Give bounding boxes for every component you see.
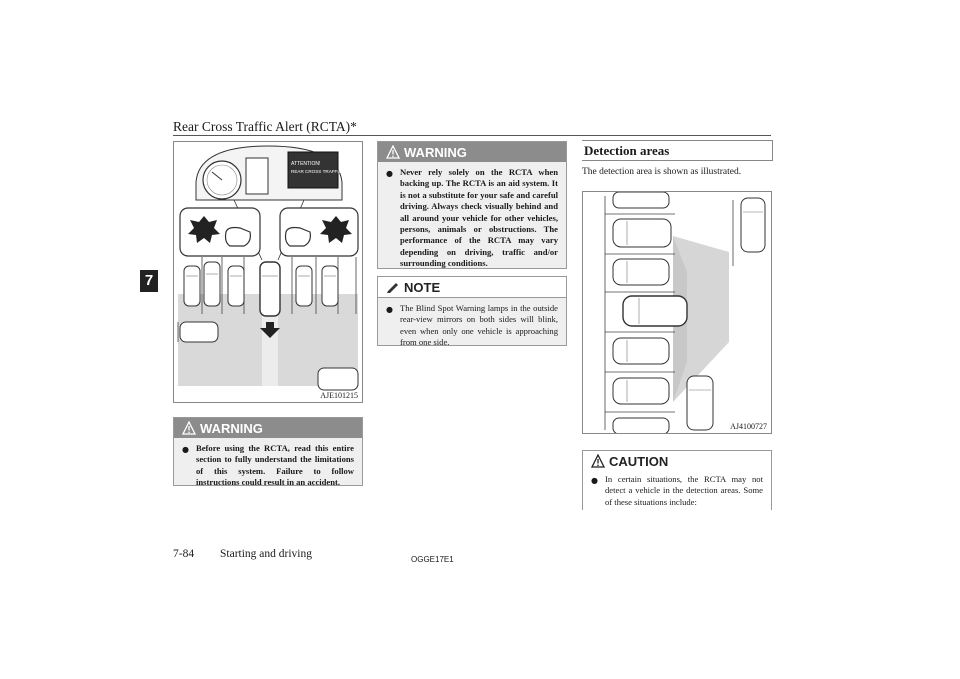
bullet-icon: ● xyxy=(182,445,189,454)
warning-text-2: Never rely solely on the RCTA when backi… xyxy=(400,167,558,269)
caution-triangle-icon xyxy=(591,454,605,468)
section-title: Detection areas xyxy=(582,140,773,161)
header-rule xyxy=(173,135,771,136)
figure2-code: AJ4100727 xyxy=(730,422,767,431)
caution-label: CAUTION xyxy=(609,453,669,469)
footer-page-number: 7-84 xyxy=(173,548,195,560)
warning-header-2: WARNING xyxy=(378,142,566,162)
warning-label-1: WARNING xyxy=(200,420,263,436)
note-box: NOTE ● The Blind Spot Warning lamps in t… xyxy=(377,276,567,348)
warning-box-2: WARNING ● Never rely solely on the RCTA … xyxy=(377,141,567,269)
section-intro: The detection area is shown as illustrat… xyxy=(582,167,742,177)
footer-section: Starting and driving xyxy=(220,548,312,560)
bullet-icon: ● xyxy=(386,305,393,314)
pencil-note-icon xyxy=(387,283,398,293)
display-text-line2: REAR CROSS TRAFFIC xyxy=(291,169,343,174)
caution-text: In certain situations, the RCTA may not … xyxy=(605,474,763,507)
display-text-line1: ATTENTION! xyxy=(291,161,320,167)
warning-triangle-icon xyxy=(386,145,400,159)
bullet-icon: ● xyxy=(591,476,598,485)
note-header: NOTE xyxy=(378,277,566,298)
warning-triangle-icon xyxy=(182,421,196,435)
warning-box-1: WARNING ● Before using the RCTA, read th… xyxy=(173,417,363,488)
caution-box: CAUTION ● In certain situations, the RCT… xyxy=(582,450,772,516)
chapter-tab: 7 xyxy=(140,270,158,292)
figure1-code: AJE101215 xyxy=(320,391,358,400)
warning-label-2: WARNING xyxy=(404,144,467,160)
header-title: Rear Cross Traffic Alert (RCTA)* xyxy=(173,119,357,134)
warning-header-1: WARNING xyxy=(174,418,362,438)
bullet-icon: ● xyxy=(386,169,393,178)
caution-header: CAUTION xyxy=(583,451,771,471)
rcta-illustration: ATTENTION! REAR CROSS TRAFFIC xyxy=(173,141,363,403)
rcta-illustration-drawing: ATTENTION! REAR CROSS TRAFFIC xyxy=(177,145,359,391)
warning-text-1: Before using the RCTA, read this entire … xyxy=(196,443,354,488)
note-text: The Blind Spot Warning lamps in the outs… xyxy=(400,303,558,348)
footer-doc-code: OGGE17E1 xyxy=(411,555,454,564)
detection-area-drawing xyxy=(604,192,766,433)
detection-area-illustration: AJ4100727 xyxy=(582,191,772,434)
note-label: NOTE xyxy=(404,279,441,295)
